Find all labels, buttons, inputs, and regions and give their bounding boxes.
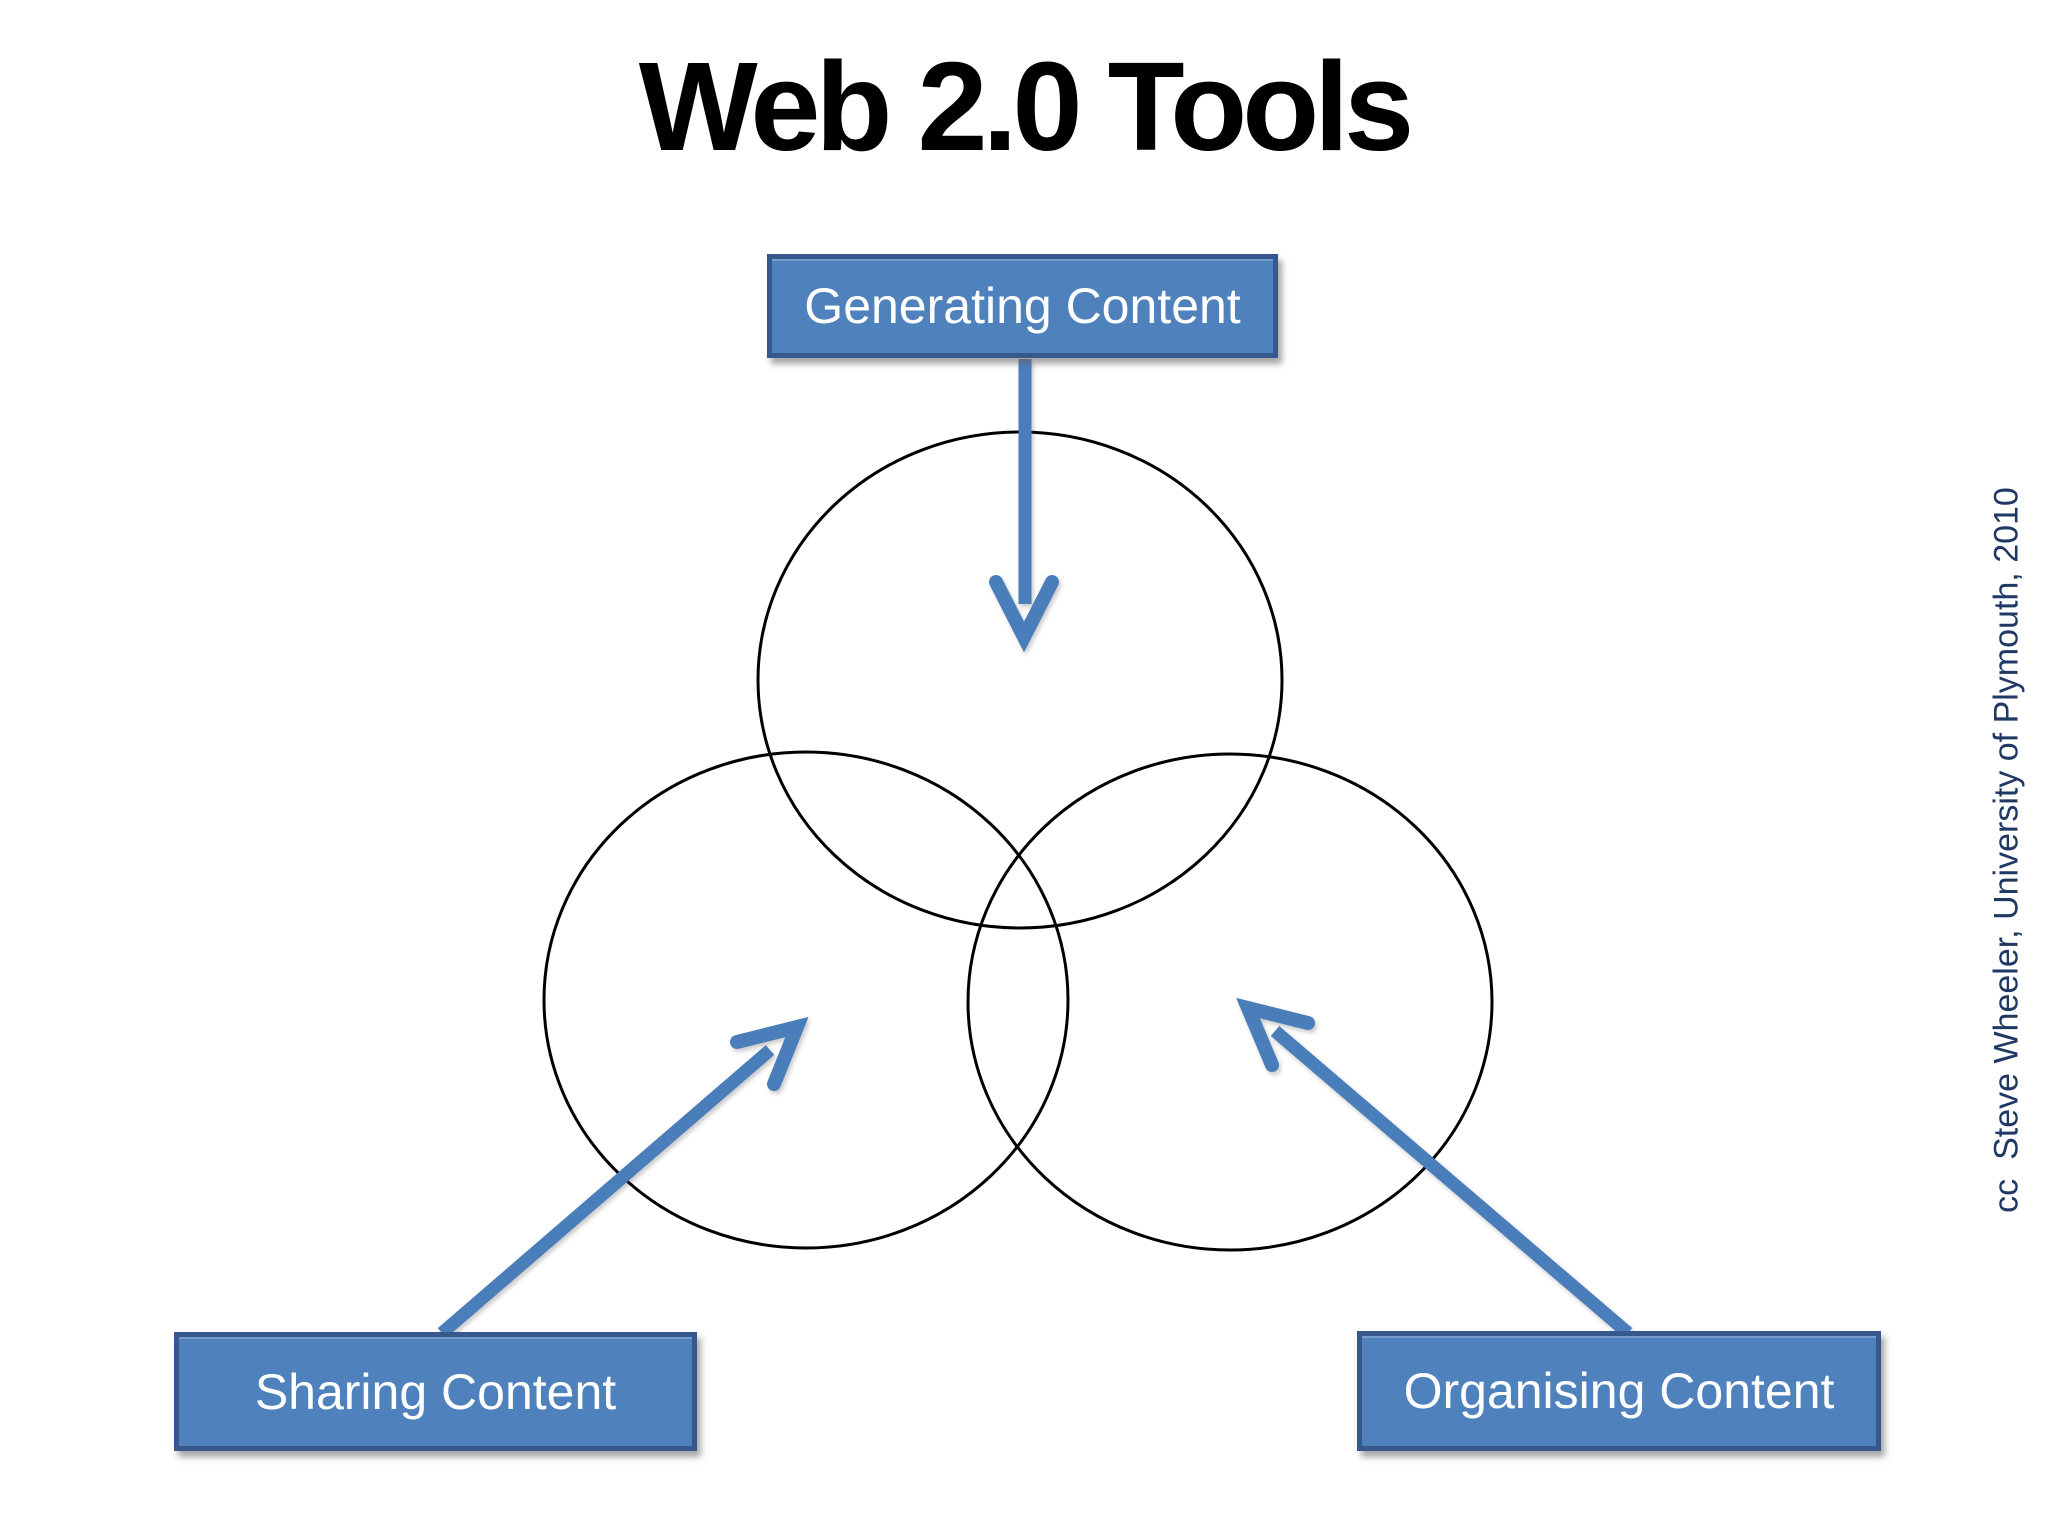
- circle-organising-content: [966, 752, 1494, 1252]
- sharing-content-label: Sharing Content: [254, 1363, 617, 1420]
- page-title: Web 2.0 Tools: [638, 36, 1415, 177]
- organising-content-box: Organising Content: [1357, 1331, 1881, 1451]
- arrow-sharing-content: [437, 1016, 809, 1338]
- organising-content-label: Organising Content: [1403, 1363, 1835, 1419]
- attribution-text: cc Steve Wheeler, University of Plymouth…: [1987, 487, 2026, 1213]
- generating-content-label: Generating Content: [804, 278, 1241, 334]
- generating-content-box: Generating Content: [767, 254, 1278, 358]
- arrow-organising-content: [1236, 997, 1633, 1338]
- circle-sharing-content: [542, 750, 1070, 1250]
- sharing-content-box: Sharing Content: [174, 1332, 697, 1451]
- arrow-generating-content: [989, 359, 1059, 653]
